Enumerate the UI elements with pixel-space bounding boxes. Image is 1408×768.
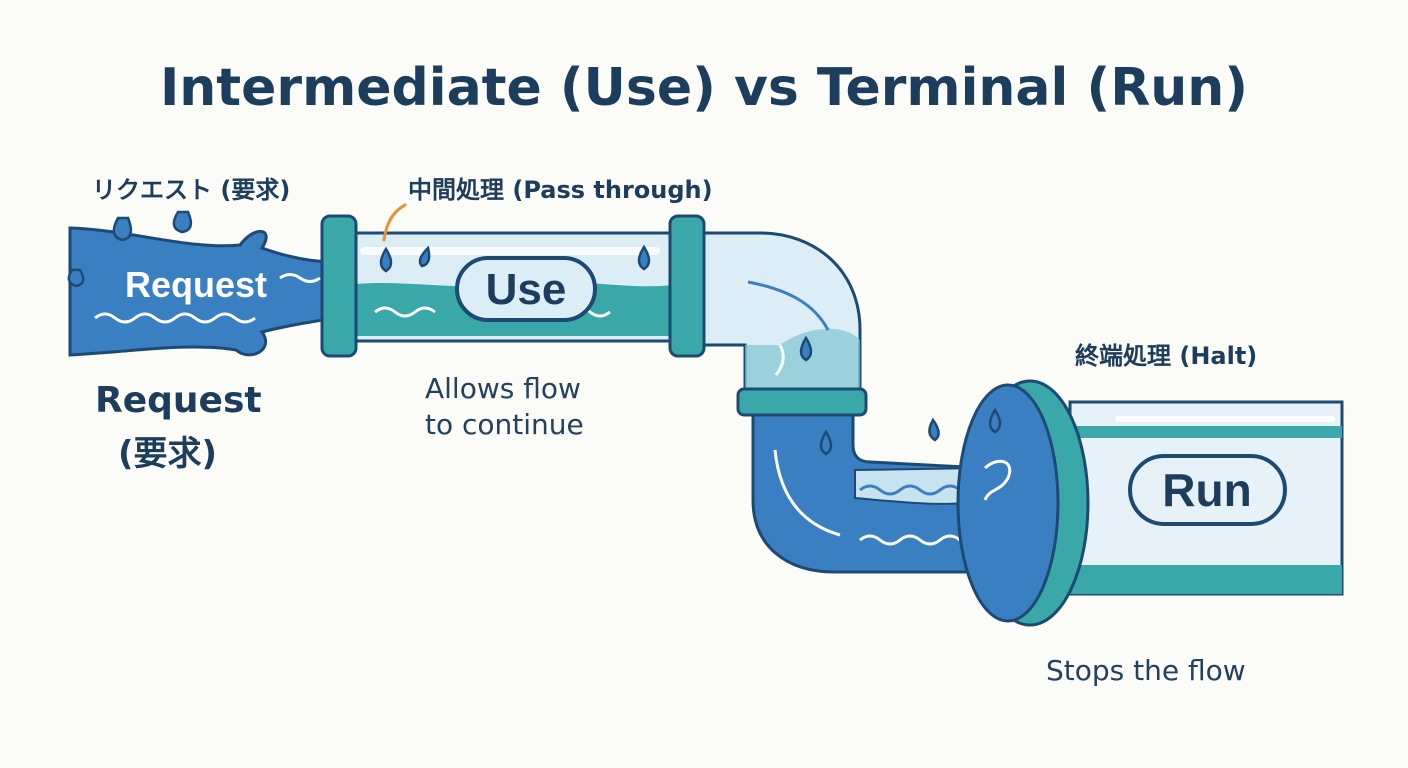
water-drop-icon [637, 244, 651, 271]
water-ripple [94, 312, 256, 324]
flange [668, 214, 706, 358]
request-water-label: Request [125, 264, 267, 305]
run-label: Run [1162, 464, 1251, 516]
use-caption-line2: to continue [425, 408, 584, 441]
run-pipe-cap [956, 383, 1060, 623]
splash-drop [172, 210, 193, 234]
splash-drop [112, 216, 133, 242]
water-drop-icon [418, 245, 431, 268]
request-big-label: Request [95, 380, 262, 421]
pass-through-label: 中間処理 (Pass through) [408, 176, 713, 204]
use-caption-line1: Allows flow [425, 372, 581, 405]
water-drop-icon [928, 417, 940, 442]
run-badge [1128, 454, 1287, 526]
diagram-title: Intermediate (Use) vs Terminal (Run) [159, 58, 1249, 118]
request-jp-label: リクエスト (要求) [92, 176, 291, 204]
water-drop-icon [988, 407, 1002, 434]
pass-through-pointer [382, 203, 407, 242]
flange [736, 387, 868, 417]
halt-label: 終端処理 (Halt) [1075, 342, 1258, 370]
splash-drop [67, 268, 85, 288]
run-caption: Stops the flow [1046, 654, 1246, 687]
flange [320, 214, 358, 358]
water-drop-icon [819, 429, 833, 456]
water-ripple [859, 534, 961, 546]
water-drop-icon [799, 335, 813, 362]
use-label: Use [486, 265, 567, 314]
use-badge [455, 256, 597, 322]
water-ripple [279, 273, 321, 283]
water-drop-icon [379, 246, 393, 273]
request-big-label-jp: (要求) [118, 434, 218, 474]
